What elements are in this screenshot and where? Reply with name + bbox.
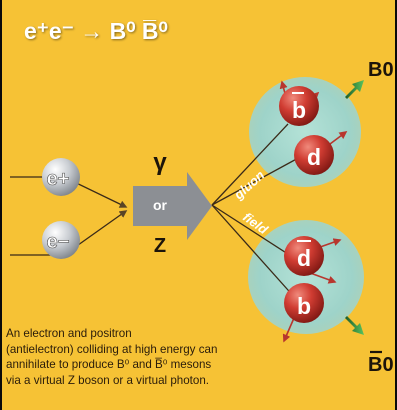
positron-particle: e+ xyxy=(42,158,80,196)
svg-text:B0: B0 xyxy=(368,59,394,81)
svg-text:B0: B0 xyxy=(368,354,394,376)
quark-top-antib-label: b xyxy=(292,97,306,123)
caption-line-3: annihilate to produce B⁰ and B̅⁰ mesons xyxy=(6,357,346,373)
caption-line-2: (antielectron) colliding at high energy … xyxy=(6,342,346,358)
meson-top-text: B0 xyxy=(368,59,394,81)
quark-bottom-b-label: b xyxy=(297,293,311,319)
z-boson-label: Z xyxy=(154,235,166,257)
positron-label: e+ xyxy=(47,168,70,190)
quark-top-d-label: d xyxy=(307,144,321,170)
quark-top-antib: b xyxy=(279,86,319,126)
or-label: or xyxy=(153,197,168,213)
meson-label-top: B0 xyxy=(368,59,394,81)
caption-line-4: via a virtual Z boson or a virtual photo… xyxy=(6,373,346,389)
quark-bottom-antid: d xyxy=(284,236,324,276)
meson-label-bottom: B0 xyxy=(368,352,394,376)
meson-arrow-bottom xyxy=(345,316,364,335)
virtual-boson-arrow xyxy=(133,172,212,240)
meson-arrow-top xyxy=(345,80,364,99)
caption-line-1: An electron and positron xyxy=(6,326,346,342)
caption: An electron and positron (antielectron) … xyxy=(6,326,346,388)
quark-bottom-antid-label: d xyxy=(297,245,311,271)
photon-label: γ xyxy=(153,149,167,176)
quark-bottom-b: b xyxy=(284,283,324,323)
meson-bottom-text: B0 xyxy=(368,354,394,376)
gluon-label: gluon xyxy=(230,167,267,203)
electron-particle: e− xyxy=(42,221,80,259)
quark-top-d: d xyxy=(294,135,334,175)
electron-label: e− xyxy=(47,231,70,253)
